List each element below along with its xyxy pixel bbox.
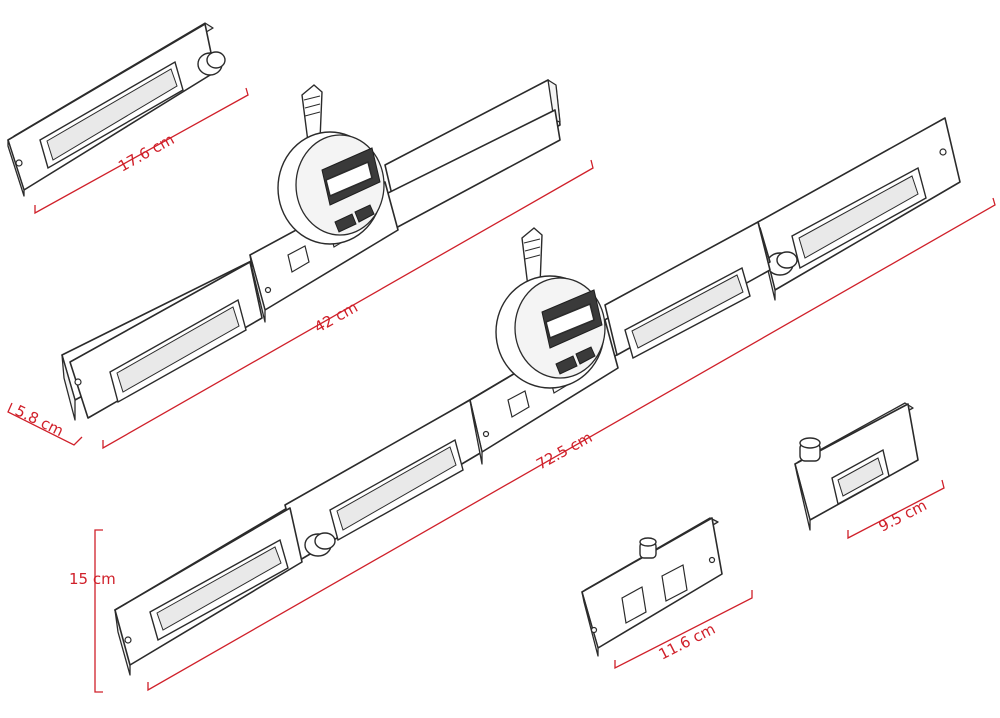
gauge-1 [277,84,385,245]
dimension-label-medium-rail: 42 cm [311,298,361,336]
dimension-label-height: 15 cm [69,570,116,588]
dimension-label-rail-width: 5.8 cm [12,401,66,440]
long-rail-left-knob [304,532,336,557]
dimension-label-bridge-block: 11.6 cm [656,620,719,664]
medium-rail [61,79,561,421]
short-rail-knob [197,51,226,76]
dimension-label-long-rail: 72.5 cm [533,428,595,473]
dimension-label-short-rail: 17.6 cm [115,130,177,175]
dimension-height: 15 cm [69,529,116,693]
dimension-rail-width: 5.8 cm [7,401,83,446]
bridge-block-knob [639,537,657,559]
dimension-label-small-block: 9.5 cm [876,496,930,535]
long-rail [114,117,961,676]
bridge-block [581,517,723,657]
small-block [794,402,919,531]
long-rail-right-knob [766,251,798,276]
short-rail [7,22,226,197]
gauge-2 [495,227,606,389]
small-block-knob [799,437,821,462]
